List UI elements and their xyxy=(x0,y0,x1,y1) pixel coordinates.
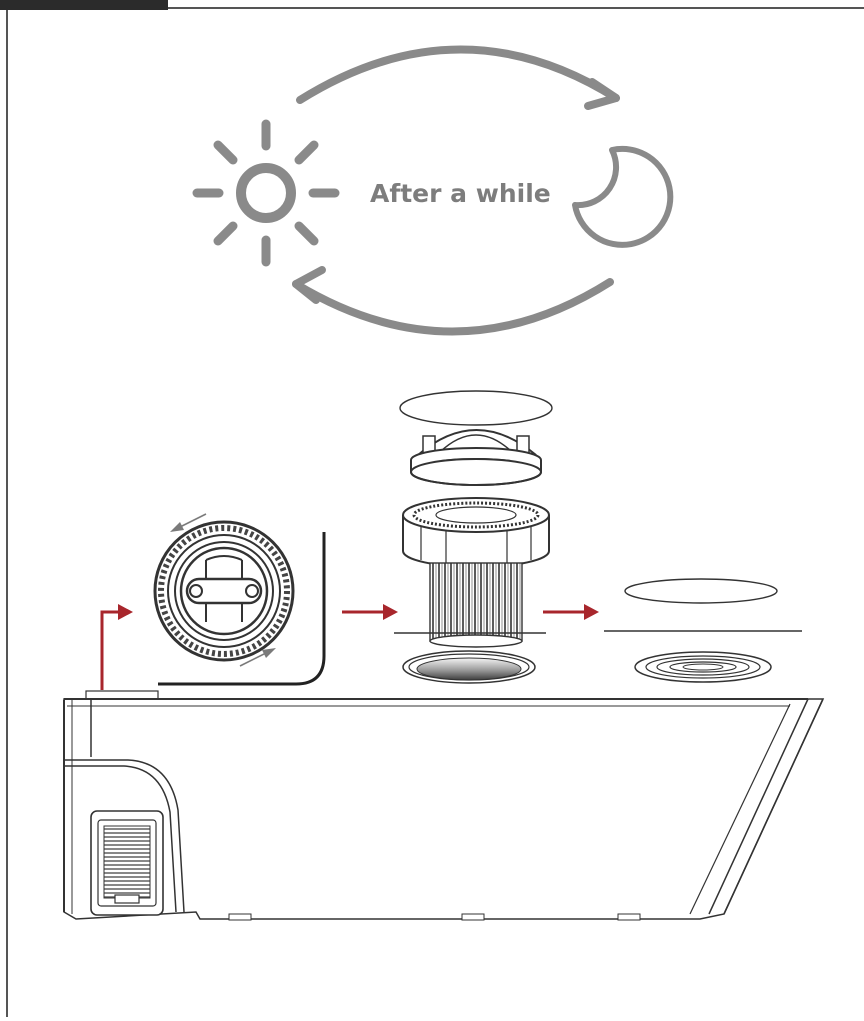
cycle-arrow-top xyxy=(300,49,616,106)
device-body xyxy=(64,691,823,920)
step-arrow-icon xyxy=(102,604,599,690)
vent-grille xyxy=(91,811,163,915)
caption-text: After a while xyxy=(370,179,551,208)
sun-icon xyxy=(197,124,335,262)
cycle-arrow-bottom xyxy=(296,270,610,332)
filter-assembly xyxy=(400,391,552,683)
moon-icon xyxy=(575,149,670,245)
cover-disk xyxy=(604,579,802,682)
cap-top-view xyxy=(155,522,293,660)
header-tab xyxy=(0,0,168,10)
